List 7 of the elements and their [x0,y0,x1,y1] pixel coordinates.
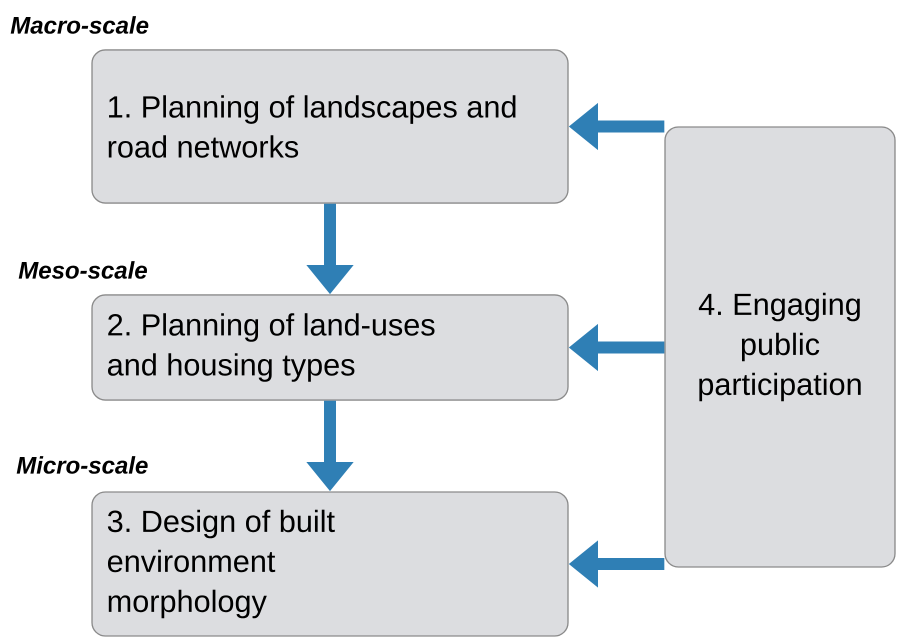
scale-heading: Macro-scale [10,16,148,34]
process-box: 1. Planning of landscapes and road networks [91,49,569,204]
scale-heading: Meso-scale [18,261,147,279]
process-box: 3. Design of built environment morphology [91,491,569,637]
scale-heading: Micro-scale [16,456,148,474]
process-box: 2. Planning of land-uses and housing types [91,294,569,401]
process-box: 4. Engaging public participation [664,126,896,568]
